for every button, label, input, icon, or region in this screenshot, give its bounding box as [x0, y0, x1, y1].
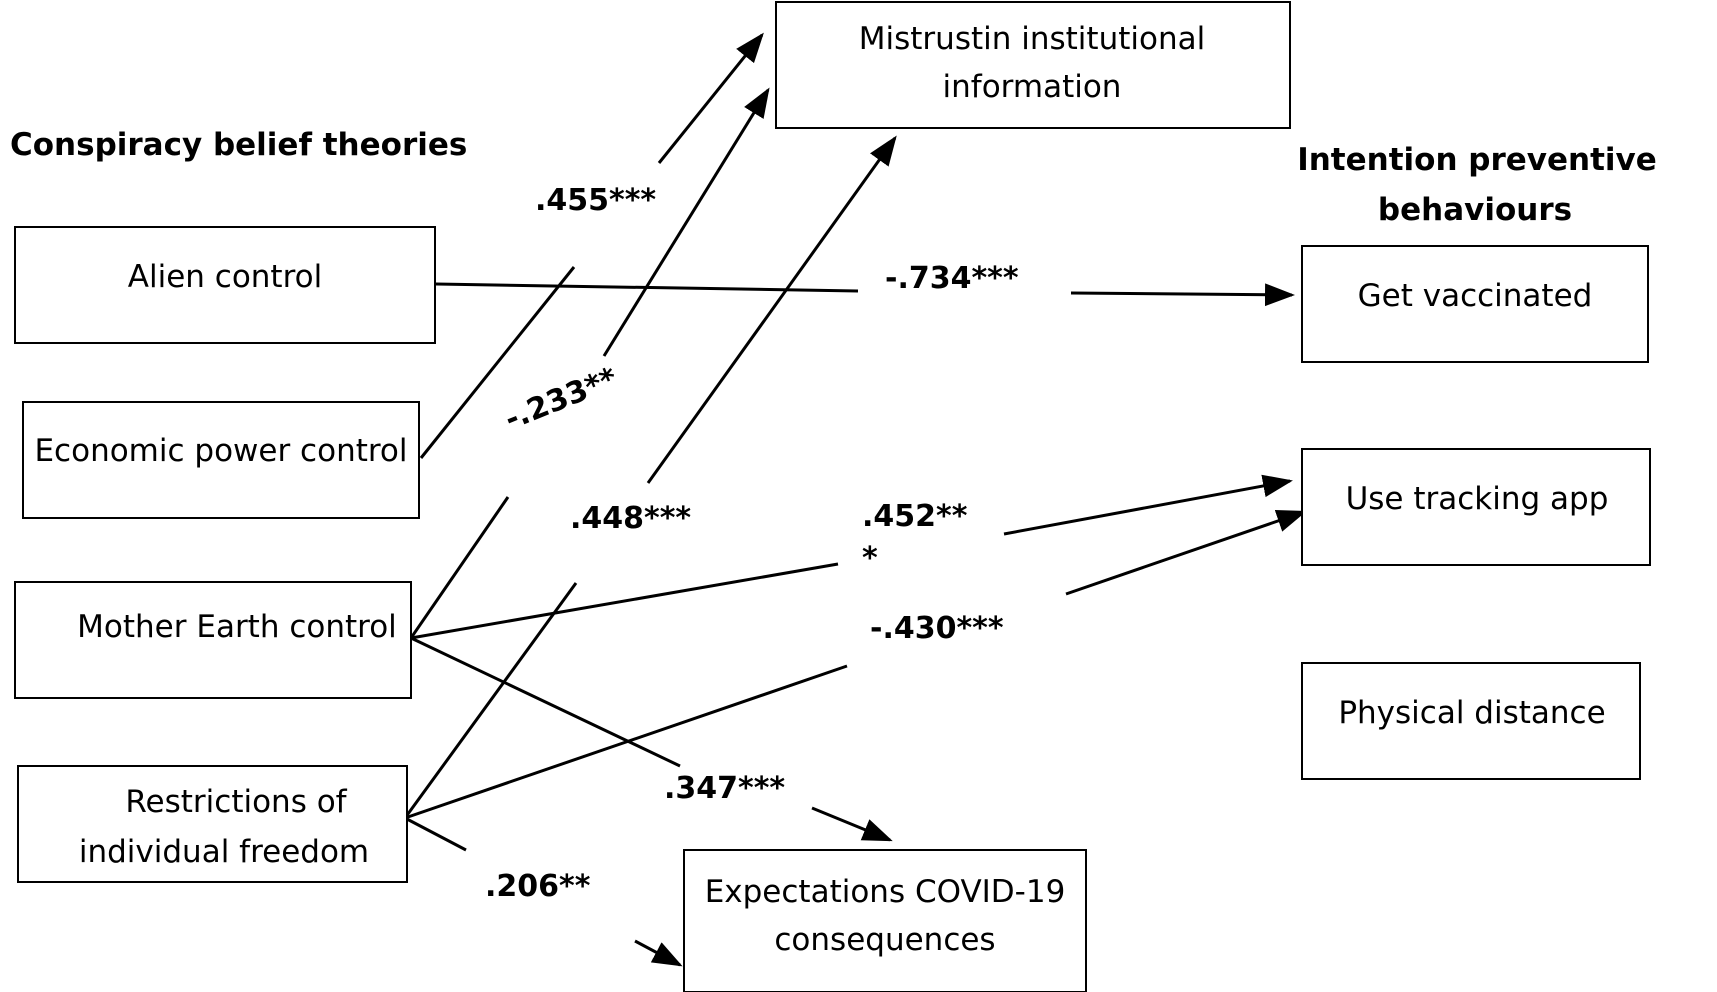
node-mother-earth-control: Mother Earth control	[14, 581, 412, 699]
heading-conspiracy-beliefs: Conspiracy belief theories	[10, 127, 467, 163]
svg-text:Expectations COVID-19: Expectations COVID-19	[705, 874, 1066, 910]
coef-freedom-to-tracking: -.430***	[870, 611, 1004, 646]
coef-earth-to-expectations: .347***	[664, 771, 785, 806]
coef-economic-to-mistrust: .455***	[535, 183, 656, 218]
coef-earth-to-tracking-wrap: *	[862, 541, 878, 576]
svg-text:Use tracking app: Use tracking app	[1346, 481, 1609, 517]
svg-text:Mistrustin institutional: Mistrustin institutional	[859, 21, 1205, 57]
svg-text:Economic power control: Economic power control	[34, 433, 407, 469]
svg-text:Restrictions of: Restrictions of	[125, 784, 347, 820]
svg-text:individual freedom: individual freedom	[79, 834, 369, 870]
node-alien-control: Alien control	[14, 226, 436, 344]
path-alien-to-vaccinated	[435, 282, 1295, 307]
svg-text:information: information	[943, 69, 1122, 105]
node-restrictions-individual-freedom: Restrictions of individual freedom	[17, 765, 408, 883]
heading-intention-line2: behaviours	[1378, 192, 1572, 228]
svg-text:consequences: consequences	[774, 922, 995, 958]
node-use-tracking-app: Use tracking app	[1301, 448, 1651, 566]
path-economic-to-mistrust	[419, 32, 764, 459]
heading-intention-line1: Intention preventive	[1297, 142, 1657, 178]
path-earth-to-expectations	[410, 636, 893, 842]
node-get-vaccinated: Get vaccinated	[1301, 245, 1649, 363]
path-coefficients: -.734*** .455*** -.233** .448*** .452** …	[485, 183, 1019, 904]
node-economic-power-control: Economic power control	[22, 401, 420, 519]
svg-text:Alien control: Alien control	[128, 259, 322, 295]
coef-earth-to-mistrust: -.233**	[500, 361, 623, 438]
svg-text:Physical distance: Physical distance	[1338, 695, 1605, 731]
path-earth-to-mistrust	[409, 87, 770, 639]
path-freedom-to-tracking	[404, 510, 1307, 820]
path-earth-to-tracking	[410, 474, 1293, 640]
path-arrows	[403, 32, 1307, 967]
svg-text:Get vaccinated: Get vaccinated	[1358, 278, 1593, 314]
coef-alien-to-vaccinated: -.734***	[885, 261, 1019, 296]
path-freedom-to-expectations	[404, 816, 683, 967]
node-physical-distance: Physical distance	[1301, 662, 1641, 780]
svg-text:Mother Earth control: Mother Earth control	[77, 609, 397, 645]
path-freedom-to-mistrust	[403, 135, 897, 819]
coef-earth-to-tracking: .452**	[862, 499, 968, 534]
node-mistrust-institutional-information: Mistrustin institutional information	[775, 1, 1291, 129]
node-expectations-covid19-consequences: Expectations COVID-19 consequences	[683, 849, 1087, 992]
coef-freedom-to-expectations: .206**	[485, 869, 591, 904]
coef-freedom-to-mistrust: .448***	[570, 501, 691, 536]
